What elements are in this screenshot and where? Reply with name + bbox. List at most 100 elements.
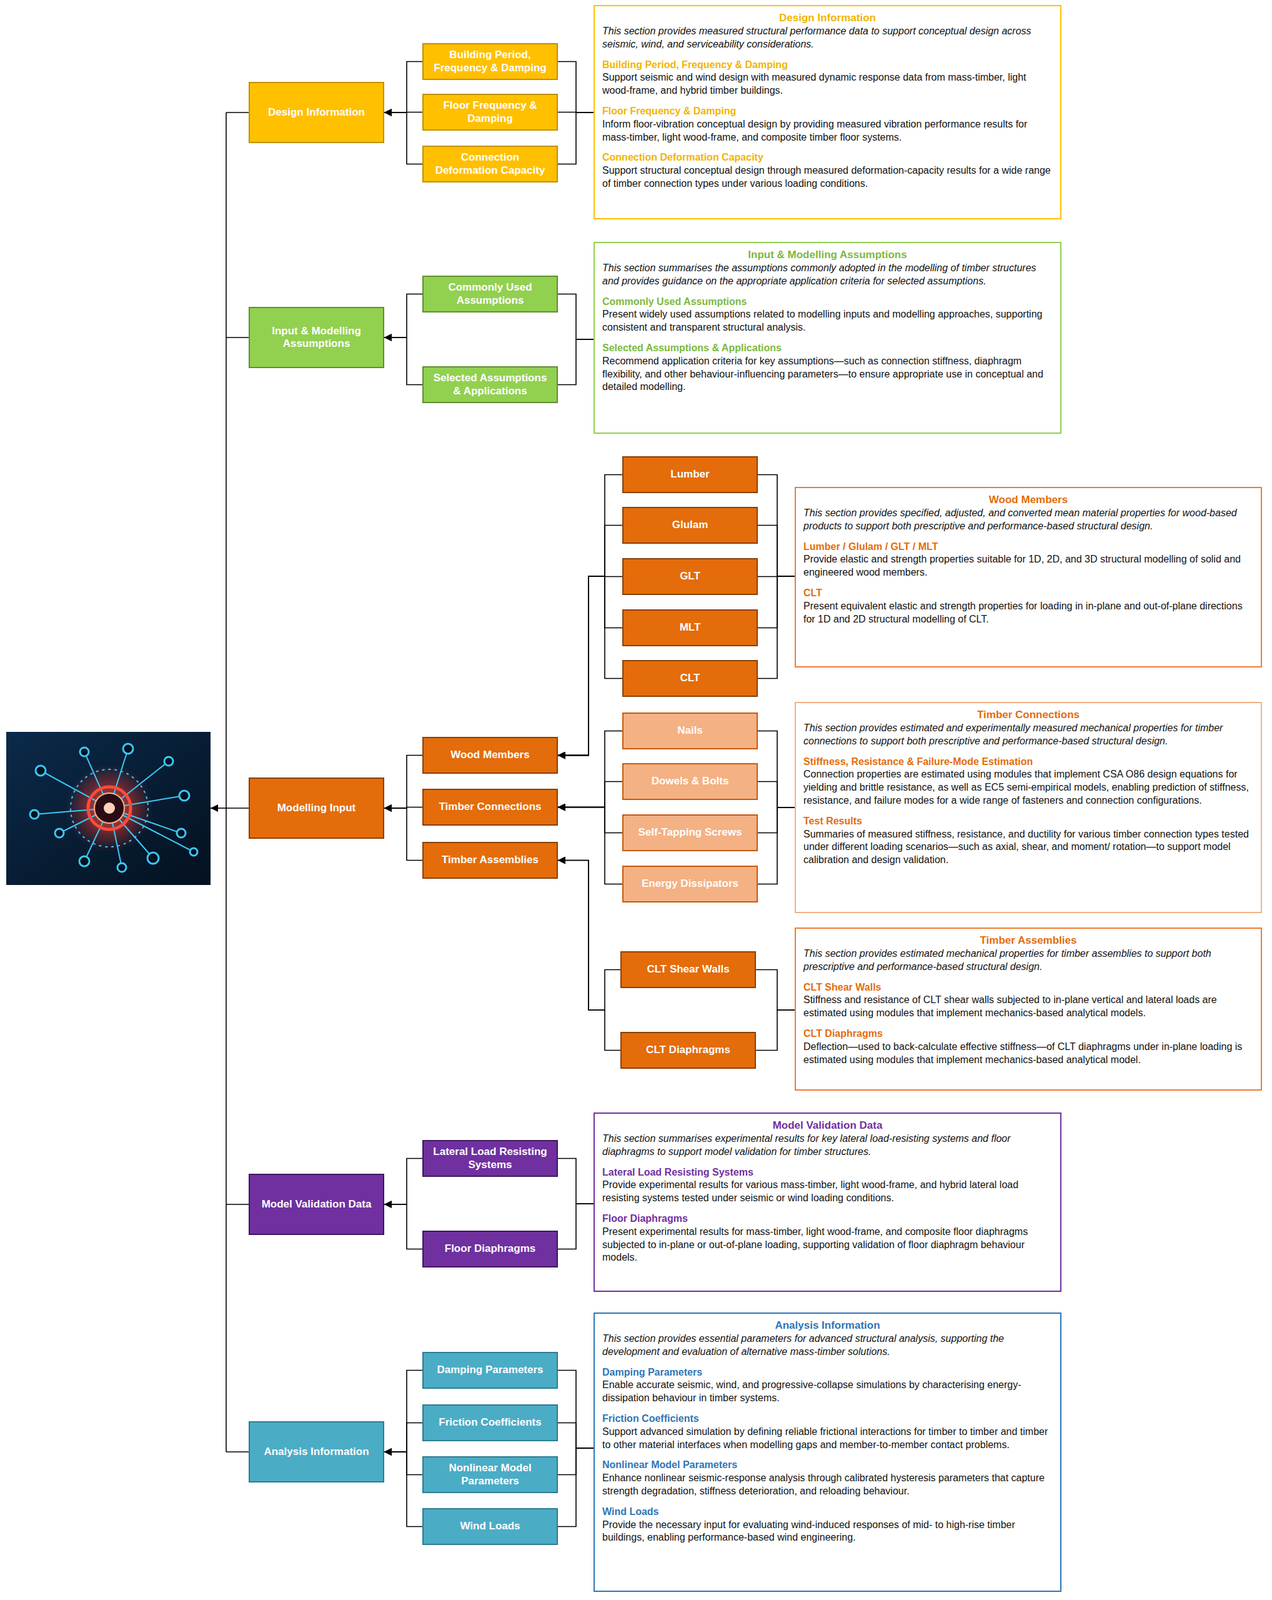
panel-subheading: Selected Assumptions & Applications [602,341,1053,355]
box-label: Selected Assumptions & Applications [429,371,551,398]
spine-branch [226,1450,249,1452]
item-box: Glulam [622,506,758,544]
connector-line [557,1158,594,1204]
box-label: Wood Members [450,748,530,761]
box-label: Dowels & Bolts [651,774,730,788]
item-box: Dowels & Bolts [622,762,758,800]
item-box: CLT [622,659,758,697]
item-box: Self-Tapping Screws [622,814,758,851]
connector-line [757,730,795,808]
panel-body: Provide elastic and strength properties … [803,552,1254,580]
subcategory-box: Nonlinear Model Parameters [422,1455,558,1493]
box-label: Energy Dissipators [641,877,739,890]
connector-line [557,1447,594,1527]
illustration-dot [79,855,90,866]
panel-body: Present widely used assumptions related … [602,308,1053,335]
box-label: Wind Loads [459,1519,520,1532]
spine-branch [226,336,249,338]
panel-body: Enhance nonlinear seismic-response analy… [602,1471,1053,1498]
illustration-ring [70,769,149,847]
panel-subheading: Test Results [803,814,1254,828]
spine-line [225,112,227,1452]
illustration-dot [29,809,39,819]
item-box: Nails [622,712,758,750]
description-panel: Design InformationThis section provides … [593,4,1062,220]
panel-body: Stiffness and resistance of CLT shear wa… [803,993,1254,1020]
illustration-core [94,792,125,823]
description-panel: Input & Modelling AssumptionsThis sectio… [593,241,1062,434]
connector-line [557,807,623,833]
panel-body: Support structural conceptual design thr… [602,164,1053,191]
subcategory-box: Connection Deformation Capacity [422,145,558,183]
illustration-dot [176,828,186,838]
box-label: MLT [679,621,701,634]
connector-line [757,525,795,577]
connector-line [557,860,621,1051]
connector-line [557,781,623,808]
category-box: Input & Modelling Assumptions [248,306,385,368]
connector-line [384,755,423,809]
panel-subheading: Building Period, Frequency & Damping [602,58,1053,72]
spine [210,112,249,1452]
panel-intro: This section provides measured structura… [602,24,1053,52]
panel-subheading: Damping Parameters [602,1365,1053,1379]
connector-line [557,1203,594,1249]
panel-intro: This section provides estimated and expe… [803,721,1254,748]
panel-subheading: CLT [803,586,1254,600]
panel-subheading: Lateral Load Resisting Systems [602,1165,1053,1179]
panel-body: Provide the necessary input for evaluati… [602,1518,1053,1545]
panel-subheading: Wind Loads [602,1505,1053,1519]
panel-subheading: Connection Deformation Capacity [602,151,1053,165]
panel-subheading: Friction Coefficients [602,1411,1053,1426]
connector-line [557,807,623,885]
panel-intro: This section provides essential paramete… [602,1331,1053,1359]
panel-body: Support advanced simulation by defining … [602,1425,1053,1452]
item-box: MLT [622,609,758,646]
connector-line [384,1451,423,1475]
connector-line [557,294,594,340]
connector-line [557,525,623,756]
illustration-dot [35,765,46,776]
illustration-core-ring [88,786,131,830]
panel-subheading: Floor Frequency & Damping [602,104,1053,119]
connector-line [384,61,423,114]
subcategory-box: Wood Members [422,736,558,774]
connector-line [557,576,623,756]
box-label: Nails [677,724,703,737]
subcategory-box: Selected Assumptions & Applications [422,366,558,403]
panel-body: Recommend application criteria for key a… [602,354,1053,394]
panel-intro: This section summarises the assumptions … [602,261,1053,289]
connector-line [557,339,594,385]
illustration-background [6,731,211,885]
description-panel: Analysis InformationThis section provide… [593,1311,1062,1592]
panel-heading: Design Information [602,11,1053,25]
subcategory-box: Floor Frequency & Damping [422,93,558,131]
panel-body: Present experimental results for mass-ti… [602,1225,1053,1264]
panel-body: Deflection—used to back-calculate effect… [803,1040,1254,1067]
box-label: Lumber [670,467,710,481]
connector-line [757,807,795,833]
connector-line [384,1451,423,1527]
category-box: Analysis Information [248,1420,385,1482]
item-box: GLT [622,557,758,595]
panel-intro: This section summarises experimental res… [602,1132,1053,1159]
connector-line [757,474,795,577]
subcategory-box: Damping Parameters [422,1351,558,1389]
connector-line [757,807,795,885]
box-label: Lateral Load Resisting Systems [429,1145,551,1171]
illustration-core-dot [103,802,115,814]
description-panel: Model Validation DataThis section summar… [593,1112,1062,1292]
box-label: CLT [680,671,701,685]
panel-body: Connection properties are estimated usin… [803,767,1254,807]
panel-heading: Input & Modelling Assumptions [602,248,1053,262]
panel-body: Provide experimental results for various… [602,1178,1053,1205]
subcategory-box: Friction Coefficients [422,1403,558,1441]
connector-line [384,337,423,385]
panel-body: Support seismic and wind design with mea… [602,71,1053,98]
panel-subheading: Nonlinear Model Parameters [602,1458,1053,1472]
subcategory-box: Lateral Load Resisting Systems [422,1139,558,1177]
subcategory-box: Wind Loads [422,1507,558,1545]
item-box: Energy Dissipators [622,865,758,903]
connector-line [557,112,594,165]
